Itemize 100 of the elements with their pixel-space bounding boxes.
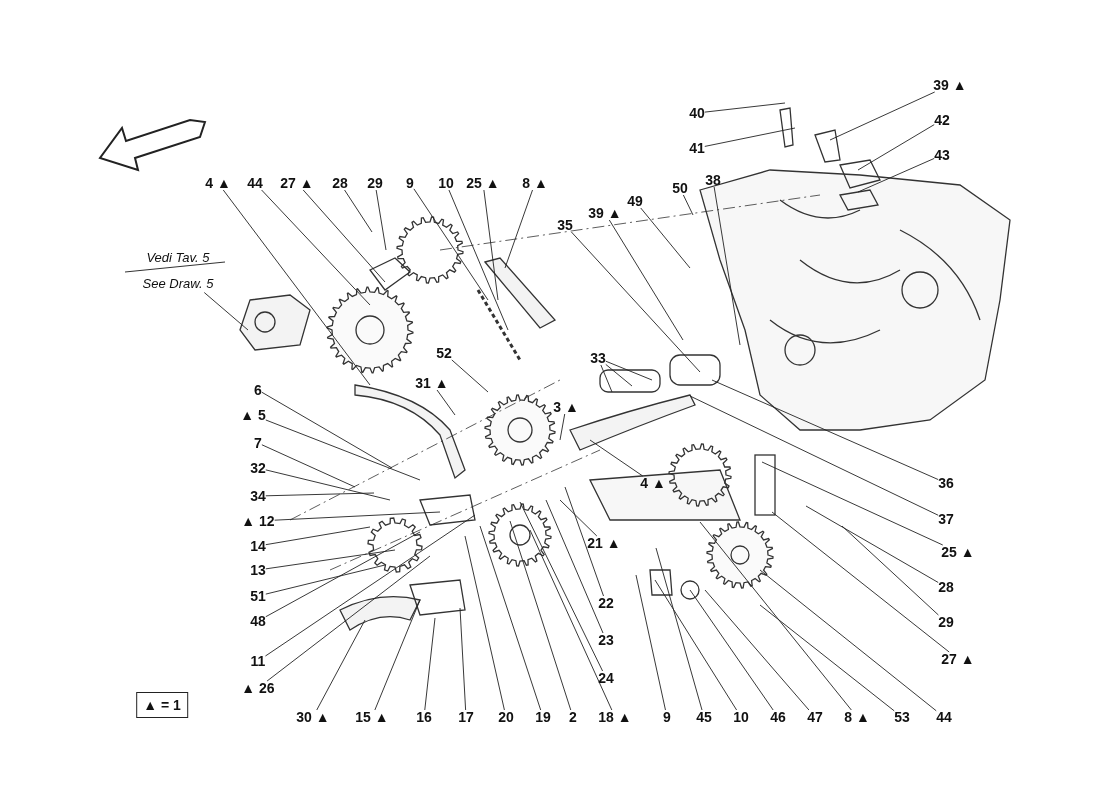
leader-line [689,395,939,516]
callout-number: 34 [250,489,266,503]
callout-number: 38 [705,173,721,187]
leader-line [805,505,939,583]
leader-line [302,189,386,283]
callout-number: 28 [938,580,954,594]
callout-number: 43 [934,148,950,162]
callout-number: 44 [247,176,263,190]
reference-note: Vedi Tav. 5 [146,248,210,267]
leader-line [479,525,542,711]
callout-number: 23 [598,633,614,647]
callout-number: 50 [672,181,688,195]
callout-number: 37 [938,512,954,526]
callout-number: 8 ▲ [844,710,870,724]
leader-line [265,526,371,546]
leader-line [413,188,489,301]
callout-number: 29 [367,176,383,190]
leader-line [374,599,421,711]
leader-line [608,219,684,341]
callout-number: 45 [696,710,712,724]
leader-line [704,102,786,113]
callout-number: 17 [458,710,474,724]
leader-line [265,564,386,595]
callout-number: 27 ▲ [280,176,314,190]
leader-line [829,91,936,141]
leader-line [436,389,456,416]
callout-number: 20 [498,710,514,724]
leader-line [265,549,396,570]
callout-number: ▲ 26 [241,681,275,695]
callout-number: 7 [254,436,262,450]
leader-line [545,499,604,634]
leader-line [519,501,604,672]
callout-number: 39 ▲ [588,206,622,220]
leader-line [451,359,489,393]
callout-number: 32 [250,461,266,475]
leader-line [570,231,701,373]
callout-number: 25 ▲ [466,176,500,190]
leader-line [559,413,566,441]
callout-number: 51 [250,589,266,603]
callout-number: 42 [934,113,950,127]
callout-number: 46 [770,710,786,724]
leader-line [509,520,572,711]
callout-number: 11 [250,654,266,668]
leader-line [689,589,774,711]
callout-number: 53 [894,710,910,724]
leader-line [711,379,939,480]
callout-number: 39 ▲ [933,78,967,92]
callout-number: 41 [689,141,705,155]
callout-number: 10 [438,176,454,190]
reference-note: See Draw. 5 [142,274,214,292]
leader-line [605,360,653,381]
callout-number: 40 [689,106,705,120]
callout-number: 25 ▲ [941,545,975,559]
callout-number: 9 [406,176,414,190]
leader-line [605,363,633,387]
leader-line [682,194,694,216]
leader-line [316,619,366,711]
leader-line [529,529,613,711]
leader-line [704,589,810,711]
leader-line [266,555,431,682]
callout-number: 8 ▲ [522,176,548,190]
callout-number: 19 [535,710,551,724]
leader-line [261,444,356,488]
callout-number: 18 ▲ [598,710,632,724]
leader-line [759,569,937,712]
leader-line [261,189,371,306]
callout-number: 28 [332,176,348,190]
leader-line [857,124,935,171]
callout-number: ▲ 5 [240,408,266,422]
callout-number: 44 [936,710,952,724]
callout-number: 3 ▲ [553,400,579,414]
callout-number: 14 [250,539,266,553]
callout-number: 31 ▲ [415,376,449,390]
callout-number: 24 [598,671,614,685]
leader-line [375,189,387,251]
callout-number: 29 [938,615,954,629]
legend-key: ▲ = 1 [136,692,188,718]
leader-line [274,511,441,521]
leader-line [265,419,421,481]
leader-line [564,486,604,597]
callout-number: ▲ 12 [241,514,275,528]
leader-line [344,189,373,233]
callout-number: 15 ▲ [355,710,389,724]
callout-number: 9 [663,710,671,724]
callout-number: 30 ▲ [296,710,330,724]
leader-line [265,531,421,618]
callout-number: 47 [807,710,823,724]
callout-number: 10 [733,710,749,724]
callout-number: 13 [250,563,266,577]
leader-line [424,617,436,711]
callout-number: 48 [250,614,266,628]
leader-line [464,535,505,711]
callout-number: 4 ▲ [205,176,231,190]
leader-line [483,189,499,301]
leader-line [761,461,944,546]
callout-number: 36 [938,476,954,490]
callout-number: 35 [557,218,573,232]
callout-number: 52 [436,346,452,360]
leader-line [203,292,249,331]
leader-line [459,607,467,711]
